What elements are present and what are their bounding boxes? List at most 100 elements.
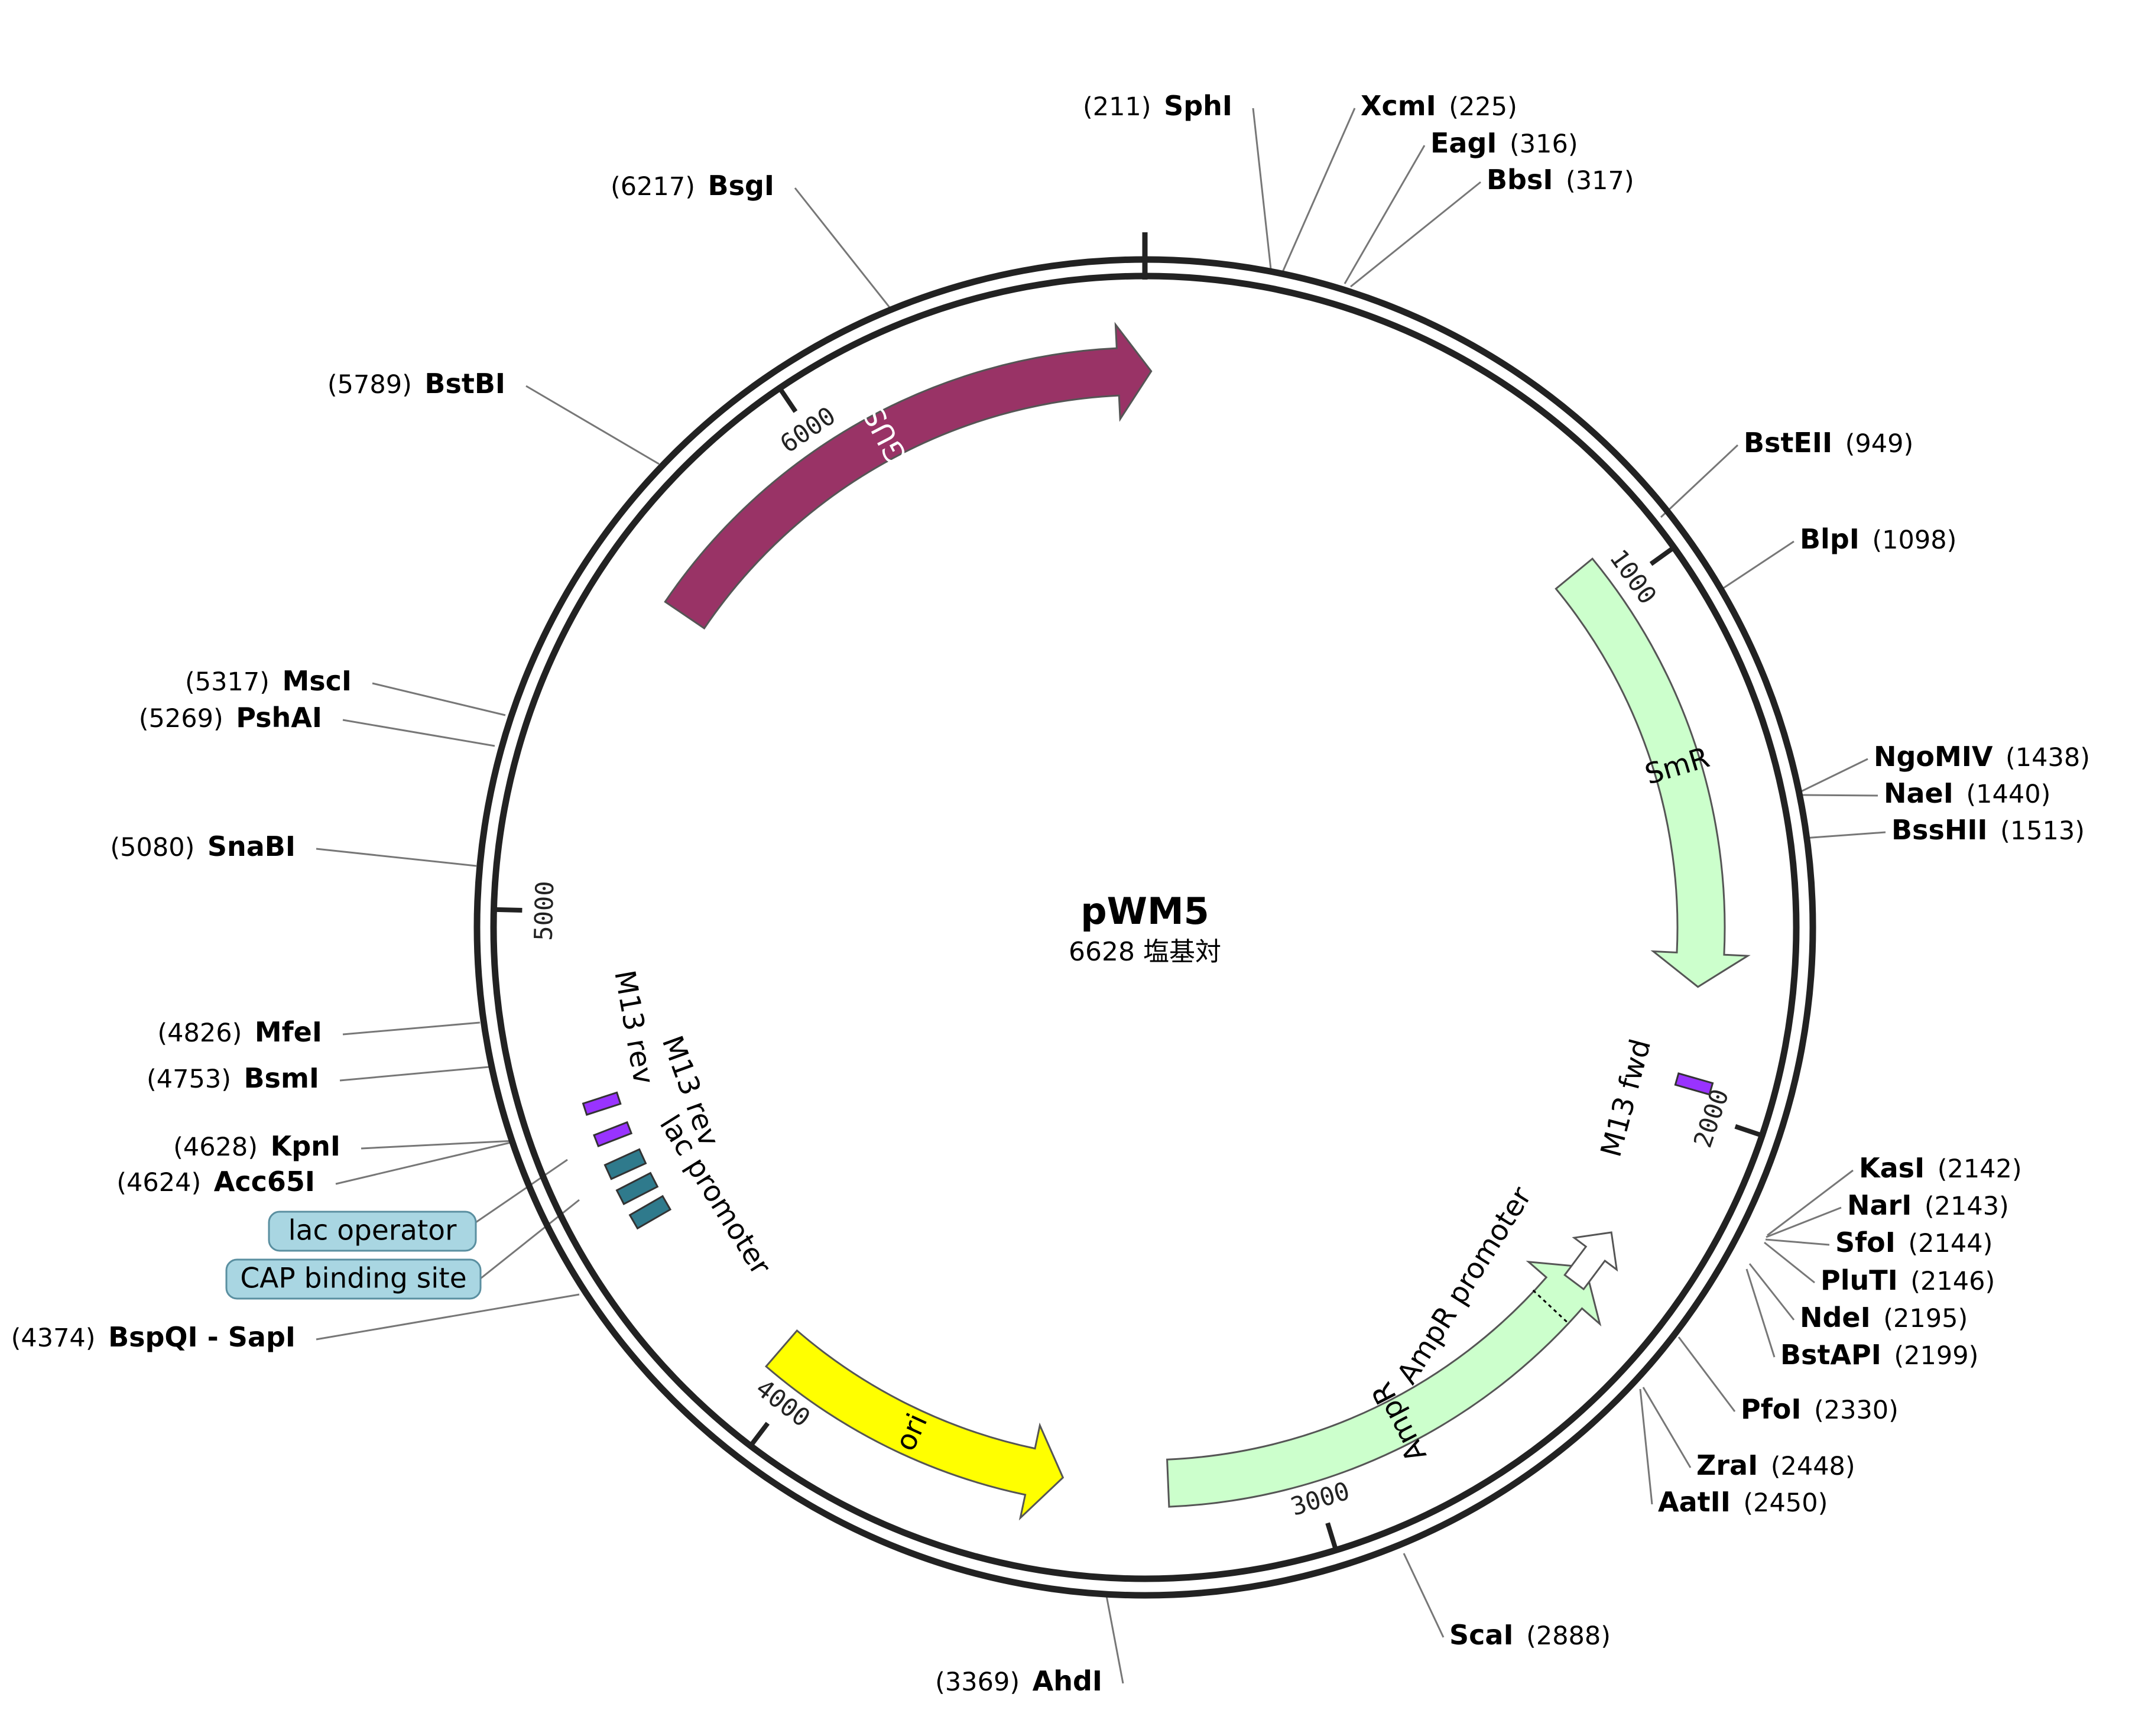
site-label: NaeI (1440): [1884, 777, 2050, 809]
site-name: PluTI: [1821, 1264, 1898, 1296]
site-spacer: [1020, 1667, 1033, 1697]
site-leader-lines: [316, 108, 1886, 1684]
site-name: AatII: [1658, 1486, 1731, 1518]
site-position: (5080): [110, 833, 194, 862]
site-label: (4374) BspQI - SapI: [11, 1321, 296, 1353]
site-leader: [316, 1293, 580, 1341]
site-leader: [1252, 108, 1272, 270]
tick-mark: [1734, 1124, 1761, 1137]
m13-primer-mark: [582, 1091, 622, 1116]
site-position: (4826): [157, 1018, 242, 1048]
site-spacer: [270, 667, 283, 697]
site-name: Acc65I: [214, 1166, 315, 1198]
site-name: PshAI: [236, 702, 322, 734]
site-position: (211): [1083, 92, 1151, 122]
site-label: NdeI (2195): [1800, 1302, 1968, 1333]
site-leader: [316, 848, 477, 867]
site-name: ScaI: [1449, 1619, 1514, 1651]
site-name: BsmI: [244, 1062, 320, 1094]
feature-ampr-arrow: [1166, 1260, 1602, 1508]
site-label: ScaI (2888): [1449, 1619, 1611, 1651]
site-name: NaeI: [1884, 777, 1953, 809]
tick-mark: [1325, 1522, 1338, 1549]
lac-element-mark: [603, 1148, 647, 1180]
site-leader: [1765, 1238, 1830, 1246]
m13-rev-label: M13 rev: [608, 968, 660, 1086]
site-position: (316): [1510, 129, 1578, 159]
site-position: (1098): [1872, 525, 1956, 555]
site-position: (1438): [2006, 743, 2090, 773]
site-label: KasI (2142): [1859, 1152, 2022, 1184]
site-position: (5317): [185, 667, 270, 697]
lac-element-mark: [615, 1172, 659, 1205]
site-spacer: [1925, 1154, 1938, 1184]
site-label: (211) SphI: [1083, 90, 1232, 122]
site-leader: [372, 682, 506, 716]
site-spacer: [242, 1018, 255, 1048]
site-leader: [1642, 1387, 1692, 1468]
site-position: (2888): [1526, 1621, 1611, 1651]
site-name: SnaBI: [207, 830, 296, 862]
site-position: (6217): [611, 172, 695, 202]
site-label: BbsI (317): [1487, 164, 1634, 196]
site-spacer: [1497, 129, 1510, 159]
lac-element-mark: [628, 1195, 672, 1230]
site-position: (949): [1845, 429, 1914, 459]
site-position: (2142): [1938, 1154, 2022, 1184]
site-label: (5269) PshAI: [139, 702, 322, 734]
site-spacer: [258, 1133, 271, 1162]
site-spacer: [1953, 780, 1966, 809]
site-position: (2199): [1894, 1341, 1978, 1371]
boxed-label-leader: [462, 1159, 568, 1232]
site-spacer: [96, 1323, 109, 1353]
feature-gus-arrow: [664, 322, 1153, 630]
site-spacer: [194, 833, 207, 862]
site-position: (2330): [1814, 1396, 1899, 1425]
tick-mark: [750, 1422, 770, 1446]
m13-primer-mark: [593, 1121, 633, 1148]
site-name: PfoI: [1741, 1393, 1801, 1425]
site-position: (4628): [173, 1133, 258, 1162]
ampr-promoter-arrow: [1563, 1231, 1618, 1291]
site-spacer: [1553, 166, 1566, 196]
site-label: XcmI (225): [1361, 90, 1517, 122]
site-spacer: [1860, 525, 1873, 555]
site-name: BstEII: [1744, 427, 1832, 459]
site-spacer: [1832, 429, 1845, 459]
site-leader: [1344, 145, 1426, 284]
site-leader: [525, 385, 660, 465]
site-leader: [1105, 1595, 1124, 1684]
site-spacer: [231, 1065, 244, 1094]
small-features: [582, 1072, 1714, 1230]
site-label: EagI (316): [1430, 127, 1578, 159]
site-name: BbsI: [1487, 164, 1553, 196]
site-label: BstAPI (2199): [1780, 1339, 1978, 1371]
boxed-label: lac operator: [288, 1215, 457, 1247]
tick-mark: [778, 388, 798, 413]
boxed-label: CAP binding site: [240, 1263, 466, 1295]
site-spacer: [412, 370, 425, 400]
site-name: SphI: [1164, 90, 1232, 122]
site-label: (4826) MfeI: [157, 1016, 322, 1048]
site-spacer: [1898, 1267, 1911, 1296]
site-position: (4753): [147, 1065, 231, 1094]
site-name: BspQI - SapI: [108, 1321, 296, 1353]
site-leader: [1403, 1553, 1445, 1638]
boxed-label-bg: [225, 1258, 482, 1300]
site-name: MfeI: [255, 1016, 322, 1048]
site-position: (1440): [1966, 780, 2050, 809]
site-position: (2143): [1925, 1192, 2009, 1221]
site-position: (317): [1566, 166, 1634, 196]
site-spacer: [1896, 1229, 1909, 1258]
site-label: (4628) KpnI: [173, 1130, 340, 1162]
site-leader: [1803, 831, 1886, 839]
site-spacer: [1514, 1621, 1527, 1651]
site-spacer: [1871, 1304, 1884, 1333]
site-leader: [1718, 540, 1794, 592]
site-label: SfoI (2144): [1835, 1226, 1993, 1258]
site-spacer: [201, 1168, 214, 1198]
site-name: BlpI: [1800, 523, 1860, 555]
